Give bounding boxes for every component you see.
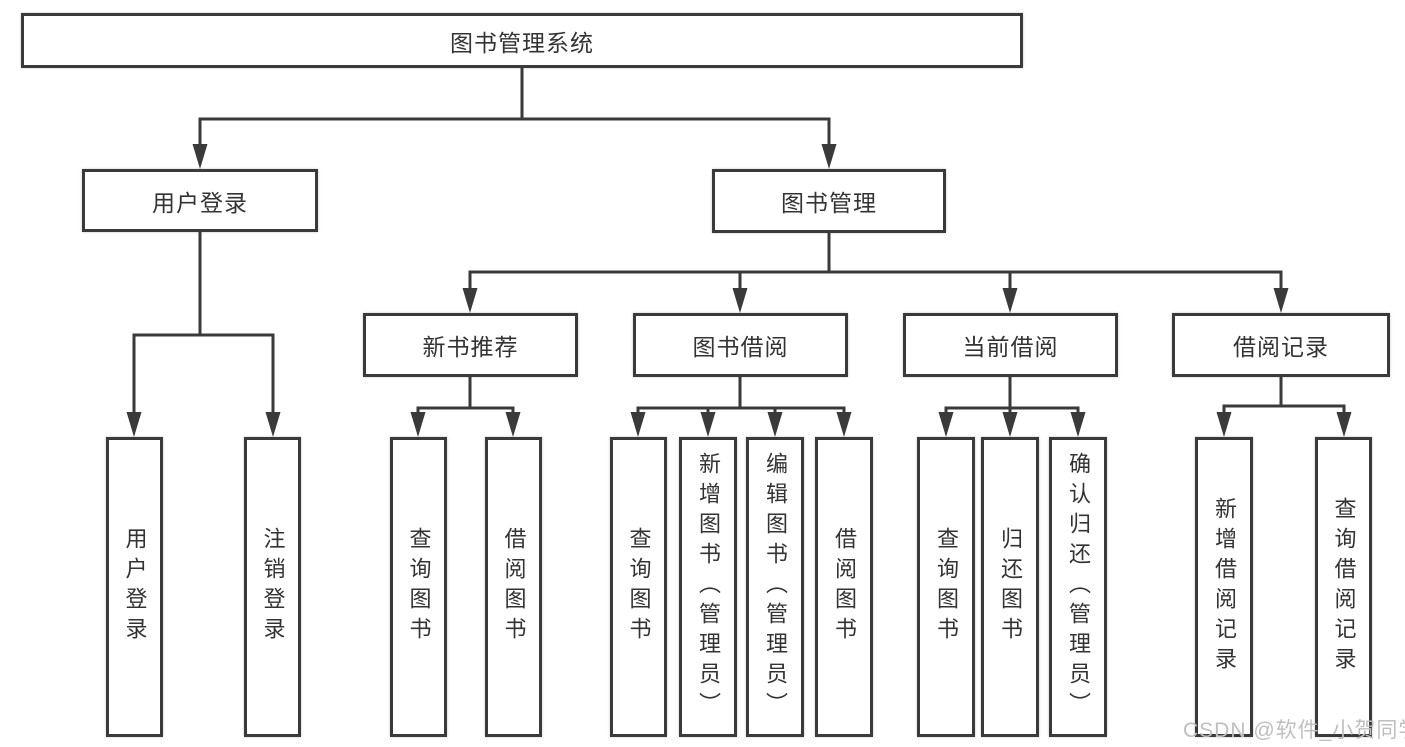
leaf-records-query-record: 查询借阅记录 (1315, 437, 1372, 737)
leaf-borrowing-query-books: 查询图书 (610, 437, 667, 737)
arrowhead-icon (700, 412, 716, 437)
leaf-current-query-books: 查询图书 (917, 437, 975, 737)
node-label: 图书管理系统 (450, 29, 594, 56)
node-label: 注销登录 (260, 527, 286, 647)
arrowhead-icon (265, 412, 281, 437)
arrowhead-icon (836, 412, 852, 437)
connector-borrowing-records-to-leaves (1222, 375, 1346, 416)
leaf-recommend-borrow-books: 借阅图书 (485, 437, 542, 737)
leaf-borrowing-borrow-books: 借阅图书 (815, 437, 873, 737)
node-label: 查询借阅记录 (1331, 497, 1357, 677)
arrowhead-icon (1336, 412, 1352, 437)
csdn-watermark: CSDN @软件_小贺同学 (1183, 719, 1405, 742)
node-label: 借阅记录 (1233, 334, 1329, 360)
arrowhead-icon (732, 288, 748, 313)
arrowhead-icon (462, 288, 478, 313)
node-label: 借阅图书 (832, 527, 857, 647)
arrowhead-icon (410, 412, 426, 437)
arrowhead-icon (1216, 412, 1232, 437)
arrowhead-icon (1002, 412, 1018, 437)
leaf-current-return-books: 归还图书 (981, 437, 1039, 737)
node-label: 图书借阅 (692, 334, 789, 360)
arrowhead-icon (938, 412, 954, 437)
arrowhead-icon (505, 412, 521, 437)
arrowhead-icon (1273, 288, 1289, 313)
node-label: 用户登录 (122, 527, 148, 647)
arrowhead-icon (126, 412, 142, 437)
arrowhead-icon (1070, 412, 1086, 437)
node-root-library-management-system: 图书管理系统 (21, 13, 1023, 68)
node-label: 新书推荐 (422, 334, 519, 360)
leaf-recommend-query-books: 查询图书 (390, 437, 447, 737)
node-book-borrowing: 图书借阅 (633, 313, 848, 377)
node-book-management: 图书管理 (712, 169, 946, 233)
node-label: 查询图书 (406, 527, 432, 647)
leaf-user-login: 用户登录 (106, 437, 163, 737)
node-current-borrowing: 当前借阅 (903, 313, 1118, 377)
arrowhead-icon (630, 412, 646, 437)
node-label: 当前借阅 (962, 334, 1059, 360)
node-label: 新增借阅记录 (1212, 497, 1237, 677)
node-label: 归还图书 (998, 527, 1023, 647)
arrowhead-icon (1002, 288, 1018, 313)
leaf-borrowing-edit-books-admin: 编辑图书（管理员） (746, 437, 804, 737)
node-label: 确认归还（管理员） (1066, 452, 1091, 722)
node-borrowing-records: 借阅记录 (1172, 313, 1390, 377)
arrowhead-icon (192, 144, 208, 169)
node-label: 借阅图书 (501, 527, 527, 647)
node-label: 图书管理 (781, 190, 877, 216)
node-label: 编辑图书（管理员） (763, 452, 788, 722)
node-user-login: 用户登录 (82, 169, 318, 232)
node-label: 新增图书（管理员） (696, 452, 721, 722)
arrowhead-icon (767, 412, 783, 437)
leaf-logout: 注销登录 (244, 437, 301, 737)
connector-book-borrowing-to-leaves (636, 375, 846, 416)
node-label: 用户登录 (152, 189, 248, 216)
connector-user-login-to-leaves (132, 229, 275, 416)
leaf-current-confirm-return-admin: 确认归还（管理员） (1049, 437, 1107, 737)
connector-current-borrowing-to-leaves (944, 375, 1080, 416)
arrowhead-icon (821, 144, 837, 169)
connector-root-to-level2 (198, 66, 831, 150)
connector-book-management-to-level3 (468, 231, 1283, 293)
connector-new-book-recommend-to-leaves (416, 375, 515, 416)
node-label: 查询图书 (626, 527, 652, 647)
node-new-book-recommend: 新书推荐 (363, 313, 578, 377)
node-label: 查询图书 (934, 527, 959, 647)
leaf-records-add-record: 新增借阅记录 (1195, 437, 1253, 737)
leaf-borrowing-add-books-admin: 新增图书（管理员） (679, 437, 737, 737)
